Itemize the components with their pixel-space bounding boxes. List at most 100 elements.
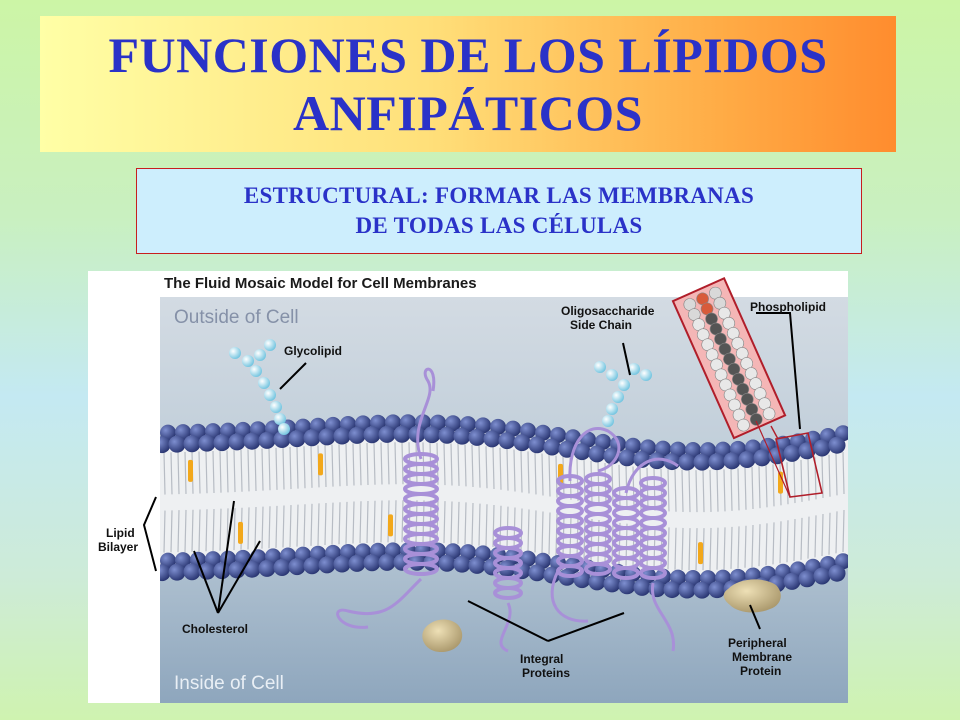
- membrane-diagram: The Fluid Mosaic Model for Cell Membrane…: [98, 275, 848, 703]
- lipid-tail: [163, 510, 166, 553]
- lipid-tail: [513, 449, 516, 492]
- phospholipid-atom: [762, 407, 776, 421]
- lipid-tail: [723, 527, 726, 570]
- subtitle-box: ESTRUCTURAL: FORMAR LAS MEMBRANAS DE TOD…: [136, 168, 862, 254]
- lipid-tail: [450, 443, 453, 486]
- cholesterol-molecule: [318, 453, 323, 476]
- lipid-tail: [695, 470, 698, 513]
- lipid-head: [693, 453, 711, 471]
- lipid-tail: [737, 526, 740, 569]
- lipid-head: [483, 430, 501, 448]
- lipid-bilayer-label-2: Bilayer: [98, 540, 138, 554]
- cholesterol-molecule: [188, 459, 193, 482]
- lipid-tail: [296, 446, 299, 489]
- lipid-tail: [779, 521, 782, 564]
- lipid-head: [783, 444, 801, 462]
- lipid-tail: [345, 501, 348, 544]
- cholesterol-label: Cholesterol: [182, 622, 248, 636]
- lipid-tail: [331, 444, 334, 487]
- lipid-head: [243, 432, 261, 450]
- cholesterol-molecule: [388, 514, 393, 537]
- cholesterol-molecule: [238, 521, 243, 544]
- lipid-tail: [184, 509, 187, 552]
- lipid-head: [183, 435, 201, 453]
- lipid-head: [168, 435, 186, 453]
- lipid-head: [528, 436, 546, 454]
- lipid-tail: [282, 505, 285, 548]
- lipid-head: [468, 556, 486, 574]
- lipid-tail: [219, 450, 222, 493]
- lipid-tail: [387, 442, 390, 485]
- lipid-tail: [730, 526, 733, 569]
- lipid-tail: [310, 445, 313, 488]
- lipid-tail: [275, 447, 278, 490]
- lipid-head: [213, 562, 231, 580]
- title-line-2: ANFIPÁTICOS: [293, 85, 643, 141]
- lipid-head: [588, 573, 606, 591]
- protein-helix-turn: [403, 562, 439, 576]
- lipid-tail: [772, 522, 775, 565]
- lipid-tail: [331, 502, 334, 545]
- lipid-tail: [534, 452, 537, 495]
- phospholipid-label: Phospholipid: [750, 300, 826, 314]
- lipid-tail: [261, 506, 264, 549]
- peripheral-protein-small: [422, 619, 463, 653]
- lipid-tail: [401, 442, 404, 485]
- lipid-tail: [247, 507, 250, 550]
- lipid-head: [303, 557, 321, 575]
- oligosaccharide-label-2: Side Chain: [570, 318, 632, 332]
- lipid-tail: [457, 443, 460, 486]
- lipid-head: [288, 430, 306, 448]
- lipid-tail: [282, 447, 285, 490]
- membrane-figure: The Fluid Mosaic Model for Cell Membrane…: [88, 271, 848, 703]
- lipid-head: [333, 427, 351, 445]
- protein-loop: [650, 582, 676, 652]
- lipid-tail: [485, 446, 488, 489]
- phospholipid-zoom: [671, 276, 823, 498]
- lipid-head: [198, 434, 216, 452]
- lipid-head: [528, 564, 546, 582]
- lipid-tail: [492, 446, 495, 490]
- lipid-tail: [674, 527, 677, 570]
- lipid-tail: [807, 458, 810, 501]
- lipid-head: [273, 431, 291, 449]
- lipid-head: [393, 425, 411, 443]
- lipid-tail: [324, 502, 327, 545]
- peripheral-protein-label-1: Peripheral: [728, 636, 787, 650]
- lipid-tail: [198, 451, 201, 494]
- integral-proteins: [336, 367, 679, 653]
- lipid-tail: [191, 509, 194, 552]
- lipid-tail: [366, 500, 369, 543]
- lipid-tail: [492, 504, 495, 548]
- lipid-tail: [394, 442, 397, 485]
- lipid-tail: [828, 512, 831, 555]
- lipid-head: [258, 431, 276, 449]
- lipid-head: [738, 451, 756, 469]
- lipid-tail: [667, 469, 670, 512]
- lipid-head: [363, 426, 381, 444]
- lipid-tail: [184, 451, 187, 494]
- membrane-bilayer: [160, 367, 848, 653]
- lipid-tail: [289, 505, 292, 548]
- lipid-tail: [303, 446, 306, 489]
- lipid-head: [588, 445, 606, 463]
- lipid-tail: [730, 468, 733, 511]
- peripheral-protein-label-3: Protein: [740, 664, 781, 678]
- integral-proteins-label-2: Proteins: [522, 666, 570, 680]
- lipid-head: [663, 581, 681, 599]
- figure-heading: The Fluid Mosaic Model for Cell Membrane…: [164, 275, 477, 292]
- lipid-tail: [352, 501, 355, 544]
- lipid-head: [828, 436, 846, 454]
- lipid-tail: [667, 527, 670, 570]
- title-line-1: FUNCIONES DE LOS LÍPIDOS: [108, 27, 828, 83]
- lipid-tail: [177, 452, 180, 495]
- lipid-tail: [786, 462, 789, 505]
- lipid-tail: [520, 450, 523, 493]
- protein-loop: [568, 427, 621, 482]
- lipid-head: [333, 555, 351, 573]
- lipid-head: [378, 425, 396, 443]
- lipid-tail: [233, 450, 236, 493]
- lipid-tail: [170, 452, 173, 495]
- lipid-tail: [786, 520, 789, 563]
- lipid-tail: [702, 470, 705, 513]
